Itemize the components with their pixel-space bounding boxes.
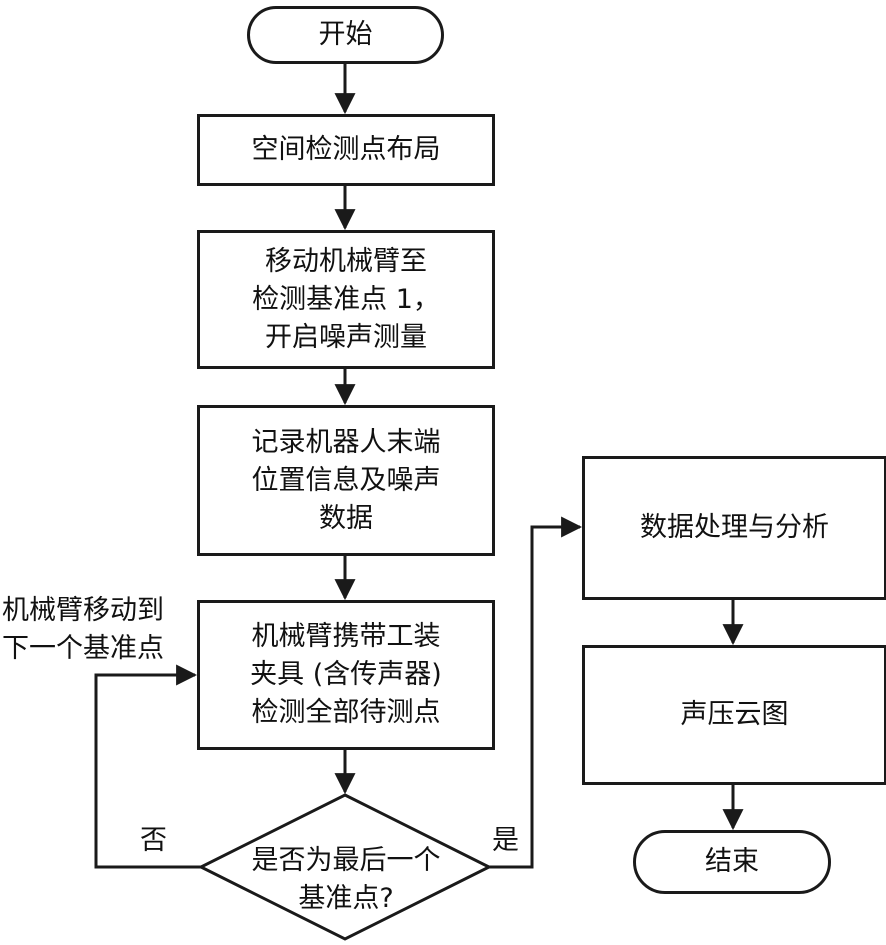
move-arm-step: 移动机械臂至 检测基准点 1， 开启噪声测量 bbox=[197, 230, 495, 369]
process-step: 数据处理与分析 bbox=[582, 456, 886, 600]
cloud-label: 声压云图 bbox=[680, 699, 789, 730]
arrow-no-loop bbox=[94, 664, 201, 869]
decision-diamond bbox=[197, 793, 493, 941]
record-step: 记录机器人末端 位置信息及噪声 数据 bbox=[197, 405, 495, 556]
move-arm-label: 移动机械臂至 检测基准点 1， 开启噪声测量 bbox=[252, 245, 440, 353]
end-label: 结束 bbox=[705, 846, 759, 877]
record-label: 记录机器人末端 位置信息及噪声 数据 bbox=[251, 426, 441, 534]
layout-label: 空间检测点布局 bbox=[251, 134, 441, 165]
yes-label: 是 bbox=[492, 825, 519, 856]
decision-label: 是否为最后一个 基准点? bbox=[251, 845, 441, 914]
loop-label: 机械臂移动到 下一个基准点 bbox=[2, 595, 164, 664]
layout-step: 空间检测点布局 bbox=[197, 114, 495, 186]
cloud-step: 声压云图 bbox=[582, 645, 886, 785]
detect-step: 机械臂携带工装 夹具 (含传声器) 检测全部待测点 bbox=[197, 600, 495, 750]
end-terminal: 结束 bbox=[633, 830, 831, 894]
detect-label: 机械臂携带工装 夹具 (含传声器) 检测全部待测点 bbox=[250, 621, 442, 728]
arrow-yes-to-process bbox=[489, 516, 583, 869]
process-label: 数据处理与分析 bbox=[640, 512, 829, 543]
no-label: 否 bbox=[140, 825, 167, 856]
start-terminal: 开始 bbox=[247, 6, 444, 64]
start-label: 开始 bbox=[318, 19, 373, 50]
